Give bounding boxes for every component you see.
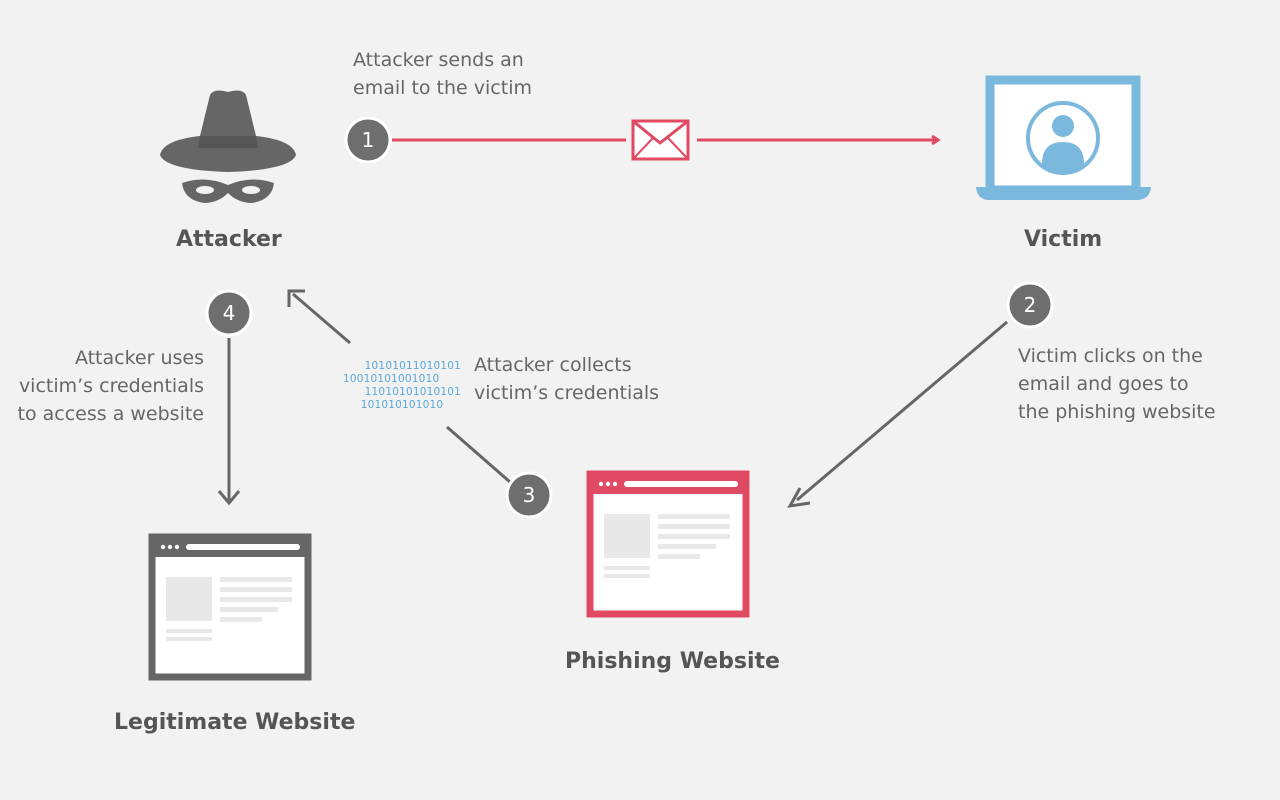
victim-label: Victim (1024, 227, 1103, 252)
step-number: 4 (223, 301, 236, 325)
step-3-description: Attacker collects victim’s credentials (474, 351, 659, 407)
step-badge-3: 3 (505, 471, 553, 519)
description-line: Attacker sends an (353, 49, 524, 71)
browser-window-icon (586, 470, 750, 618)
step-badge-4: 4 (205, 289, 253, 337)
step-4-description: Attacker uses victim’s credentials to ac… (14, 344, 204, 428)
arrow-step-2 (787, 320, 1008, 508)
binary-credentials-text: 10101011010101 10010101001010 1101010101… (343, 360, 461, 412)
arrow-step-4 (217, 338, 241, 506)
step-1-description: Attacker sends an email to the victim (353, 46, 532, 102)
envelope-icon (631, 119, 690, 161)
description-line: victim’s credentials (474, 382, 660, 404)
hat-mask-icon (160, 90, 296, 203)
binary-line: 10101011010101 (364, 360, 461, 372)
browser-window-icon (148, 533, 312, 681)
legitimate-website-label: Legitimate Website (114, 710, 356, 735)
step-number: 3 (523, 483, 536, 507)
step-badge-2: 2 (1006, 281, 1054, 329)
description-line: Attacker uses (74, 347, 204, 369)
description-line: Victim clicks on the (1018, 345, 1203, 367)
step-badge-1: 1 (344, 116, 392, 164)
binary-line: 11010101010101 (364, 386, 461, 398)
binary-line: 10010101001010 (343, 373, 440, 385)
step-number: 1 (362, 128, 375, 152)
description-line: victim’s credentials (18, 375, 204, 397)
description-line: email to the victim (353, 77, 532, 99)
description-line: the phishing website (1018, 401, 1216, 423)
description-line: Attacker collects (474, 354, 632, 376)
step-2-description: Victim clicks on the email and goes to t… (1018, 342, 1216, 426)
description-line: email and goes to (1018, 373, 1189, 395)
laptop-user-icon (976, 75, 1151, 200)
step-number: 2 (1024, 293, 1037, 317)
phishing-website-label: Phishing Website (565, 649, 780, 674)
arrow-step-3 (287, 289, 511, 484)
attacker-label: Attacker (176, 227, 282, 252)
description-line: to access a website (17, 403, 204, 425)
binary-line: 101010101010 (360, 399, 444, 411)
